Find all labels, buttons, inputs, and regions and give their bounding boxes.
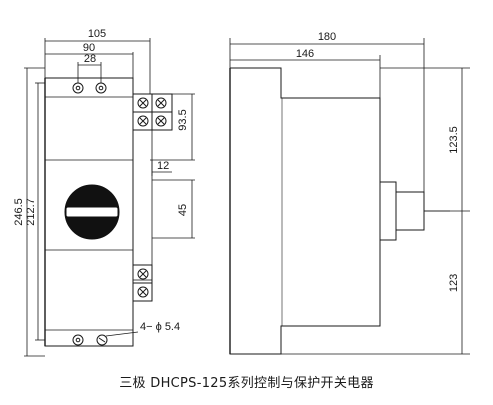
bottom-mounting-hole-left (72, 334, 84, 346)
dim-246-5 (24, 67, 45, 357)
dim-212-7 (35, 82, 45, 341)
label-width-holes: 28 (84, 53, 96, 65)
label-holes: 4− ϕ 5.4 (140, 321, 180, 333)
dim-105 (44, 38, 151, 94)
label-depth-total: 180 (318, 31, 336, 43)
dim-holes-leader (105, 331, 139, 337)
front-view (24, 38, 195, 357)
figure-caption: 三极 DHCPS-125系列控制与保护开关电器 (119, 376, 374, 391)
label-depth-body: 146 (296, 48, 314, 60)
side-body-outline (229, 67, 381, 355)
label-terminal-height: 93.5 (177, 109, 189, 130)
label-upper-height: 123.5 (448, 126, 460, 154)
dim-12 (151, 160, 172, 176)
top-mounting-hole-left (72, 82, 84, 94)
side-view (229, 38, 470, 355)
lower-terminal-block (132, 264, 153, 302)
top-mounting-hole-right (95, 82, 107, 94)
dim-93-5 (150, 93, 195, 161)
rotary-handle-knob (64, 184, 120, 240)
dim-146 (230, 55, 381, 98)
label-lower-height: 123 (448, 274, 460, 292)
dim-180 (229, 38, 425, 192)
front-side-rail (132, 129, 153, 281)
label-knob-height: 45 (177, 204, 189, 216)
dim-45 (152, 179, 195, 239)
label-width-mount: 90 (83, 42, 95, 54)
label-height-total: 246.5 (13, 198, 25, 226)
label-width-total: 105 (88, 28, 106, 40)
upper-terminal-block (132, 93, 173, 131)
label-height-body: 212.7 (25, 198, 37, 226)
dim-28 (77, 62, 102, 83)
dim-90 (45, 52, 134, 78)
bottom-mounting-hole-right (96, 334, 108, 346)
label-offset: 12 (157, 160, 169, 172)
